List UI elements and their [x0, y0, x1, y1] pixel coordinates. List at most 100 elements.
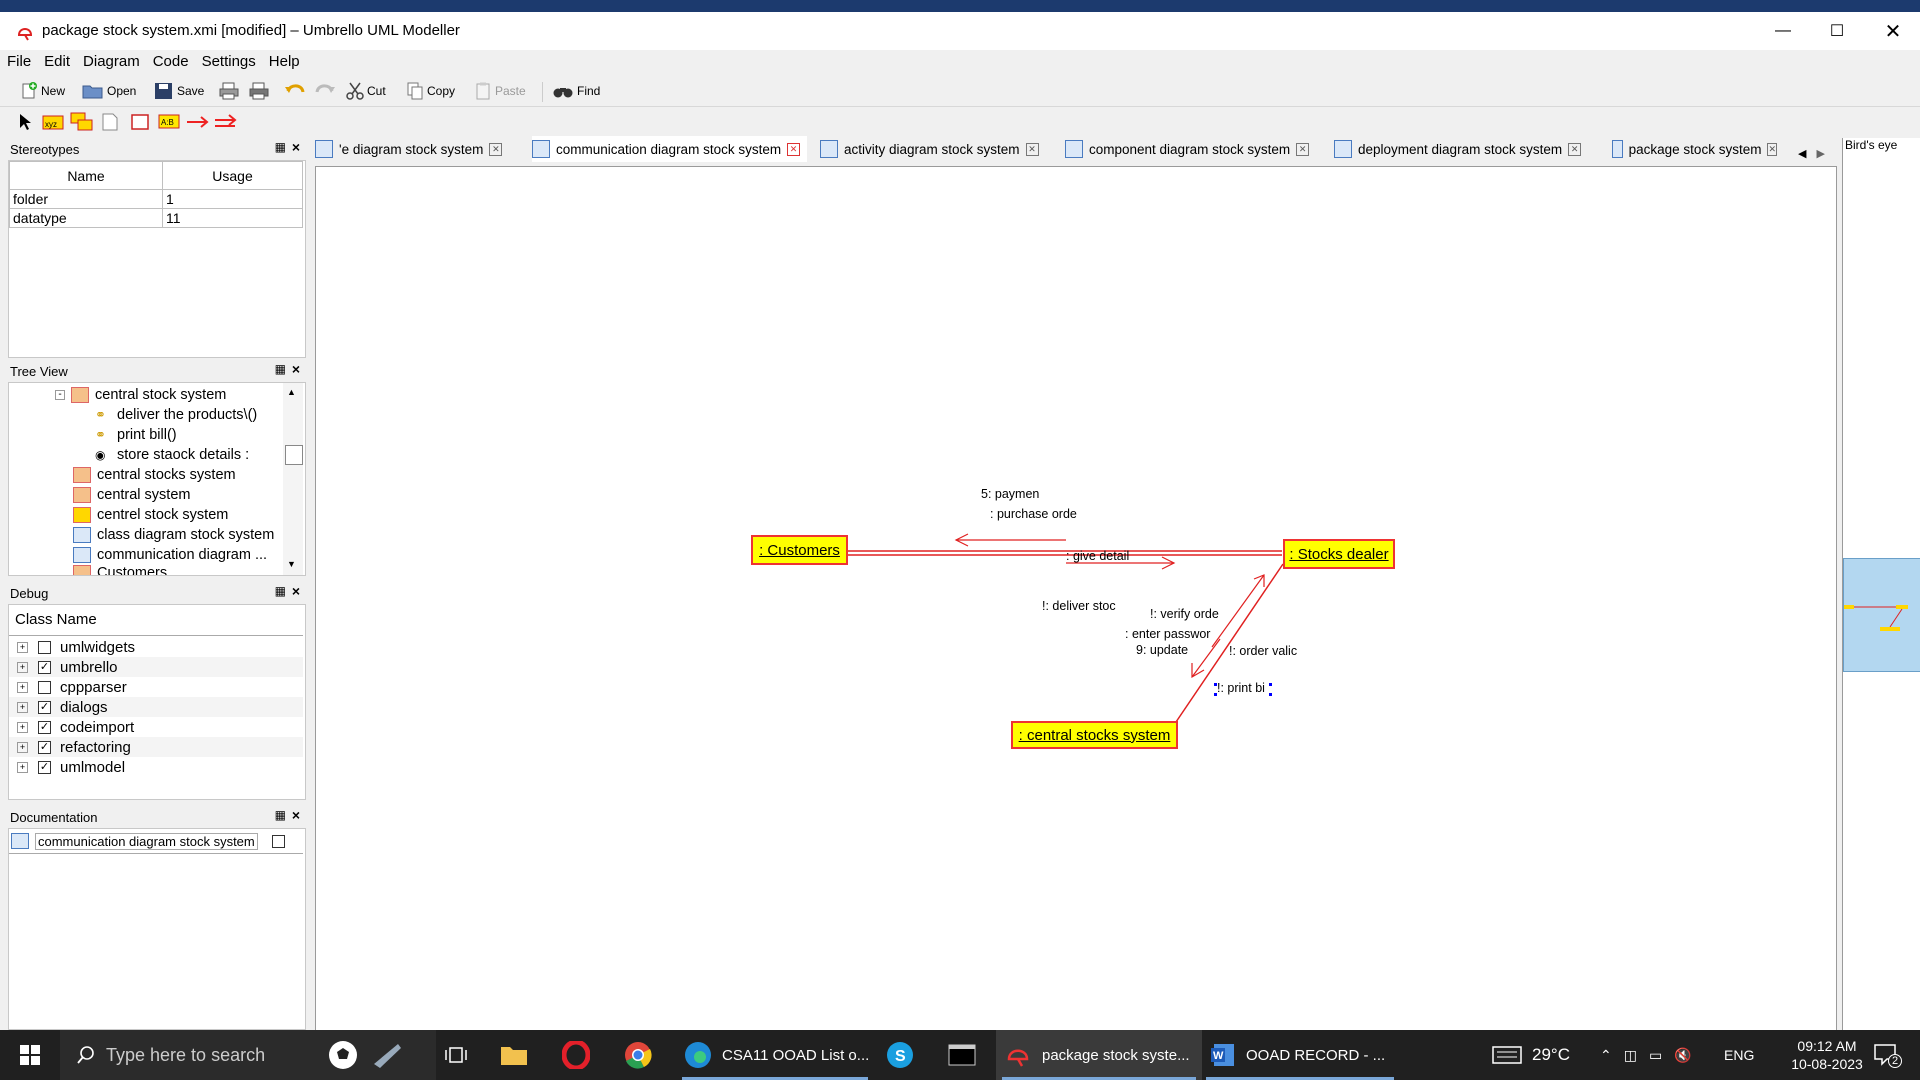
object-tool-icon[interactable]: xyz — [42, 113, 64, 131]
close-tab-icon[interactable]: ✕ — [489, 142, 503, 156]
find-button[interactable]: Find — [552, 80, 600, 102]
close-dock-icon[interactable]: × — [291, 807, 300, 823]
task-view-button[interactable] — [436, 1030, 476, 1080]
message-label[interactable]: 9: update — [1136, 643, 1189, 657]
weather-widget[interactable]: 29°C — [1492, 1030, 1612, 1080]
expand-icon[interactable]: + — [17, 661, 28, 673]
debug-checkbox[interactable] — [38, 640, 51, 654]
message-label[interactable]: !: order valic — [1229, 644, 1298, 658]
maximize-icon[interactable]: ☐ — [1829, 23, 1845, 40]
tab-scroll-left-icon[interactable]: ◀ — [1798, 147, 1807, 160]
message-label[interactable]: 5: paymen — [981, 487, 1040, 501]
debug-row[interactable]: +✓dialogs — [9, 697, 303, 717]
copy-button[interactable]: Copy — [406, 80, 455, 102]
tree-item[interactable]: ◉ store staock details : — [95, 447, 250, 463]
close-icon[interactable]: ✕ — [1884, 20, 1902, 43]
close-dock-icon[interactable]: × — [291, 361, 300, 377]
file-explorer-button[interactable] — [492, 1030, 536, 1080]
close-dock-icon[interactable]: × — [291, 139, 300, 155]
diagram-tab[interactable]: component diagram stock system✕ — [1065, 136, 1320, 162]
show-hidden-icons-icon[interactable]: ⌃ — [1600, 1046, 1612, 1063]
tree-scrollbar[interactable]: ▲ ▼ — [283, 383, 303, 575]
minimize-icon[interactable]: — — [1775, 22, 1791, 39]
cut-button[interactable]: Cut — [346, 80, 386, 102]
start-button[interactable] — [10, 1030, 50, 1080]
table-row[interactable]: folder 1 — [9, 189, 303, 209]
tree-item[interactable]: central stocks system — [73, 465, 236, 485]
scroll-up-icon[interactable]: ▲ — [287, 387, 296, 397]
diagram-tab[interactable]: deployment diagram stock system✕ — [1334, 136, 1599, 162]
save-button[interactable]: Save — [154, 80, 204, 102]
diagram-tab[interactable]: 'e diagram stock system✕ — [315, 136, 505, 162]
tree-item[interactable]: - central stock system — [55, 385, 226, 405]
message-label[interactable]: !: print bi — [1217, 681, 1265, 695]
skype-button[interactable]: S — [878, 1030, 922, 1080]
debug-checkbox[interactable] — [38, 680, 51, 694]
expand-icon[interactable]: + — [17, 701, 28, 713]
menu-diagram[interactable]: Diagram — [83, 53, 140, 70]
tree-item[interactable]: Customers — [73, 565, 167, 575]
tree-item[interactable]: ⚭ deliver the products\() — [95, 407, 258, 423]
speaker-muted-icon[interactable]: 🔇 — [1674, 1046, 1692, 1063]
tree-item[interactable]: ⚭ print bill() — [95, 427, 177, 443]
taskbar-app-umbrello[interactable]: package stock syste... — [996, 1030, 1202, 1080]
scroll-thumb[interactable] — [285, 445, 303, 465]
menu-code[interactable]: Code — [152, 53, 189, 70]
debug-row[interactable]: +✓codeimport — [9, 717, 303, 737]
close-tab-icon[interactable]: ✕ — [1568, 142, 1582, 156]
column-header-class-name[interactable]: Class Name — [9, 605, 303, 636]
link-dealer-central[interactable] — [1175, 563, 1284, 723]
tab-scroll-right-icon[interactable]: ▶ — [1816, 147, 1825, 160]
diagram-tab[interactable]: communication diagram stock system✕ — [532, 136, 807, 162]
selection-handle[interactable] — [1214, 683, 1217, 686]
selection-handle[interactable] — [1214, 693, 1217, 696]
documentation-checkbox[interactable] — [271, 834, 285, 848]
expand-icon[interactable]: + — [17, 761, 28, 773]
search-box[interactable]: Type here to search — [60, 1030, 436, 1080]
menu-settings[interactable]: Settings — [201, 53, 256, 70]
float-dock-icon[interactable]: ▦ — [274, 140, 286, 154]
diagram-tab[interactable]: activity diagram stock system✕ — [820, 136, 1055, 162]
selection-handle[interactable] — [1269, 683, 1272, 686]
close-tab-icon[interactable]: ✕ — [787, 142, 801, 156]
debug-row[interactable]: +✓umbrello — [9, 657, 303, 677]
print-button[interactable] — [218, 80, 240, 102]
collapse-icon[interactable]: - — [55, 390, 65, 400]
diagram-tab[interactable]: package stock system✕ — [1612, 136, 1777, 162]
taskbar-app-edge[interactable]: CSA11 OOAD List o... — [676, 1030, 874, 1080]
float-dock-icon[interactable]: ▦ — [274, 808, 286, 822]
menu-help[interactable]: Help — [268, 53, 300, 70]
tree-item[interactable]: class diagram stock system — [73, 525, 274, 545]
redo-button[interactable] — [314, 80, 336, 102]
taskbar-app-word[interactable]: W OOAD RECORD - ... — [1200, 1030, 1400, 1080]
menu-file[interactable]: File — [7, 53, 32, 70]
tree-item[interactable]: communication diagram ... — [73, 545, 267, 565]
select-arrow-icon[interactable] — [18, 113, 34, 131]
column-header-name[interactable]: Name — [9, 161, 163, 190]
box-tool-icon[interactable] — [130, 113, 150, 131]
expand-icon[interactable]: + — [17, 741, 28, 753]
widget-icons[interactable] — [326, 1030, 416, 1080]
debug-checkbox[interactable]: ✓ — [38, 760, 51, 774]
debug-row[interactable]: +cppparser — [9, 677, 303, 697]
debug-row[interactable]: +umlwidgets — [9, 637, 303, 657]
float-dock-icon[interactable]: ▦ — [274, 362, 286, 376]
message-label[interactable]: : purchase orde — [990, 507, 1077, 521]
battery-icon[interactable]: ▭ — [1648, 1046, 1663, 1063]
expand-icon[interactable]: + — [17, 681, 28, 693]
message-label[interactable]: !: deliver stoc — [1042, 599, 1116, 613]
scroll-down-icon[interactable]: ▼ — [287, 559, 296, 569]
message-label[interactable]: : enter passwor — [1125, 627, 1211, 641]
menu-edit[interactable]: Edit — [44, 53, 71, 70]
clock[interactable]: 09:12 AM 10-08-2023 — [1772, 1030, 1882, 1080]
selection-handle[interactable] — [1269, 693, 1272, 696]
opera-button[interactable] — [554, 1030, 598, 1080]
float-dock-icon[interactable]: ▦ — [274, 584, 286, 598]
note-tool-icon[interactable] — [100, 113, 120, 131]
chrome-button[interactable] — [616, 1030, 660, 1080]
link-tool-icon[interactable] — [214, 113, 238, 131]
tree-item[interactable]: centrel stock system — [73, 505, 228, 525]
print-preview-button[interactable] — [248, 80, 270, 102]
message-label[interactable]: !: verify orde — [1150, 607, 1219, 621]
notification-center-button[interactable]: 2 — [1866, 1030, 1906, 1080]
